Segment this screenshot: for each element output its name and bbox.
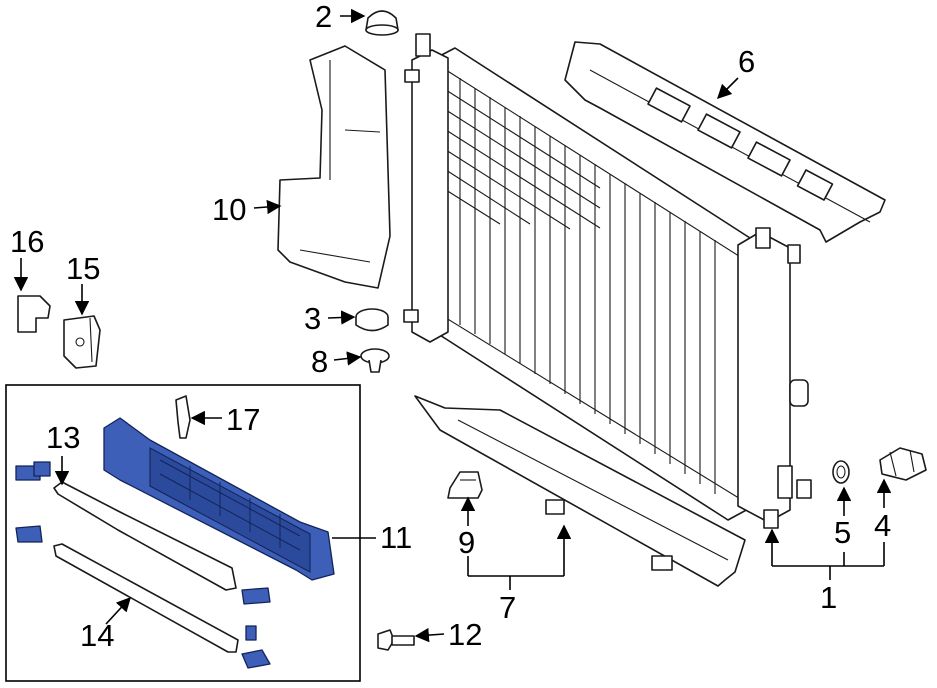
callout-7: 7 — [499, 590, 517, 625]
callout-15: 15 — [66, 251, 101, 286]
drain-plug-part-4 — [879, 447, 927, 481]
bracket-part-17 — [175, 395, 191, 439]
callout-10: 10 — [212, 192, 247, 227]
callout-17: 17 — [226, 402, 261, 437]
callout-14: 14 — [80, 618, 115, 653]
callout-2: 2 — [315, 0, 333, 34]
o-ring-part-5 — [832, 460, 850, 484]
bracket-part-9 — [447, 471, 483, 499]
clip-part-16 — [17, 295, 51, 333]
callout-8: 8 — [311, 344, 329, 379]
bracket-part-15 — [63, 315, 101, 369]
callout-9: 9 — [458, 525, 476, 560]
lower-support-part-7 — [414, 395, 746, 587]
callout-5: 5 — [834, 515, 852, 550]
bolt-part-12 — [377, 629, 415, 651]
clip-part-8 — [360, 348, 390, 373]
callout-3: 3 — [304, 301, 322, 336]
callout-13: 13 — [46, 420, 81, 455]
callout-11: 11 — [380, 520, 413, 555]
seal-part-14 — [53, 543, 239, 653]
cap-part-2 — [365, 10, 399, 36]
retainer-blocks — [15, 461, 271, 669]
radiator — [403, 33, 812, 529]
side-deflector-part-10 — [277, 45, 391, 289]
callout-16: 16 — [10, 224, 45, 259]
callout-4: 4 — [874, 508, 892, 543]
leader-lines — [13, 8, 892, 643]
callout-12: 12 — [448, 617, 483, 652]
inset-box — [5, 384, 361, 682]
callout-1: 1 — [820, 580, 838, 615]
seal-part-13 — [53, 481, 237, 591]
cushion-part-3 — [355, 308, 389, 332]
upper-support-part-6 — [564, 41, 886, 243]
grille-shutter-part-11 — [103, 417, 335, 581]
callout-6: 6 — [738, 44, 756, 79]
